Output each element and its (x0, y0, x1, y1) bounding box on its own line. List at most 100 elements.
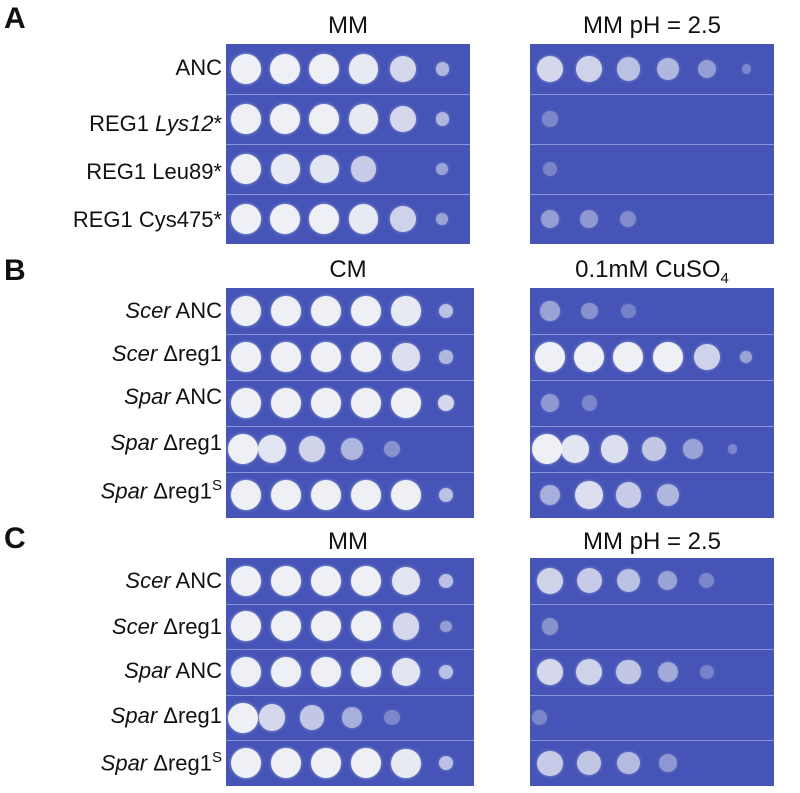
colony-spot (311, 748, 341, 779)
colony-spot (351, 748, 381, 779)
plate-divider (530, 194, 774, 195)
plate-divider (226, 694, 474, 696)
colony-spot (231, 54, 261, 84)
colony-spot (384, 710, 400, 726)
plate-divider (530, 380, 774, 381)
colony-spot (392, 613, 420, 640)
plate-divider (226, 472, 474, 473)
colony-spot (271, 480, 301, 510)
plate-divider (226, 380, 474, 381)
colony-spot (231, 154, 261, 184)
colony-spot (351, 611, 381, 642)
col-title-a-left: MM (328, 12, 368, 39)
colony-spot (258, 704, 286, 731)
colony-spot (615, 482, 641, 508)
colony-spot (539, 484, 561, 506)
colony-spot (231, 480, 261, 510)
plate-divider (530, 649, 774, 651)
colony-spot (658, 571, 678, 591)
colony-spot (535, 342, 565, 372)
colony-spot (351, 480, 381, 510)
colony-spot (391, 480, 421, 510)
colony-spot (438, 664, 453, 679)
colony-spot (311, 565, 341, 596)
plate-divider (226, 144, 470, 145)
colony-spot (620, 211, 637, 227)
plate-divider (226, 94, 470, 95)
colony-spot (392, 343, 420, 371)
colony-spot (652, 342, 683, 372)
colony-spot (270, 54, 301, 84)
plate-divider (530, 740, 774, 742)
colony-spot (435, 62, 449, 76)
row-label: Spar ANC (124, 384, 222, 409)
colony-spot (231, 204, 261, 234)
colony-spot (656, 484, 679, 506)
row-label: Scer Δreg1 (111, 341, 222, 366)
colony-spot (581, 395, 597, 411)
colony-spot (349, 204, 379, 234)
row-label: Spar ANC (124, 658, 222, 683)
plate-divider (226, 334, 474, 335)
colony-spot (309, 204, 340, 234)
colony-spot (438, 756, 453, 771)
colony-spot (383, 440, 401, 458)
colony-spot (231, 748, 261, 779)
row-label: REG1 Leu89* (86, 159, 222, 184)
colony-spot (257, 434, 287, 464)
colony-spot (575, 481, 603, 509)
colony-spot (270, 104, 301, 134)
colony-spot (271, 611, 301, 642)
plate-c-mm (226, 558, 474, 786)
colony-spot (389, 55, 417, 83)
colony-spot (435, 112, 449, 126)
colony-spot (271, 388, 301, 418)
colony-spot (311, 388, 341, 418)
colony-spot (699, 664, 715, 680)
colony-spot (271, 296, 301, 326)
colony-spot (697, 59, 717, 79)
colony-spot (351, 156, 377, 182)
row-label: ANC (175, 55, 222, 80)
colony-spot (271, 342, 301, 372)
colony-spot (341, 707, 363, 729)
plate-divider (530, 334, 774, 335)
row-labels-c: Scer ANC Scer Δreg1 Spar ANC Spar Δreg1 … (0, 0, 222, 793)
colony-spot (436, 163, 448, 175)
plate-a-mm (226, 44, 470, 244)
colony-spot (309, 54, 340, 84)
colony-spot (580, 302, 598, 320)
plate-divider (226, 649, 474, 651)
colony-spot (351, 657, 381, 687)
colony-spot (439, 350, 453, 364)
colony-spot (576, 56, 603, 82)
colony-spot (389, 105, 417, 133)
row-labels-b: Scer ANC Scer Δreg1 Spar ANC Spar Δreg1 … (0, 0, 222, 520)
colony-spot (542, 161, 558, 177)
colony-spot (228, 702, 258, 733)
colony-spot (351, 296, 381, 326)
col-title-c-left: MM (328, 528, 368, 555)
colony-spot (231, 104, 261, 134)
colony-spot (532, 434, 562, 464)
colony-spot (351, 565, 381, 596)
colony-spot (727, 444, 737, 454)
colony-spot (389, 206, 416, 232)
col-title-b-right: 0.1mM CuSO4 (575, 256, 729, 287)
colony-spot (231, 611, 261, 642)
colony-spot (600, 435, 629, 463)
plate-divider (530, 144, 774, 145)
colony-spot (536, 55, 564, 83)
colony-spot (561, 434, 590, 464)
colony-spot (542, 111, 558, 127)
colony-spot (311, 611, 341, 642)
colony-spot (683, 439, 703, 459)
colony-spot (438, 573, 453, 588)
plate-a-mm-ph (530, 44, 774, 244)
colony-spot (391, 566, 421, 595)
panel-letter-c: C (4, 522, 26, 555)
colony-spot (537, 567, 563, 594)
colony-spot (436, 213, 448, 225)
colony-spot (271, 748, 301, 779)
colony-spot (270, 204, 301, 234)
